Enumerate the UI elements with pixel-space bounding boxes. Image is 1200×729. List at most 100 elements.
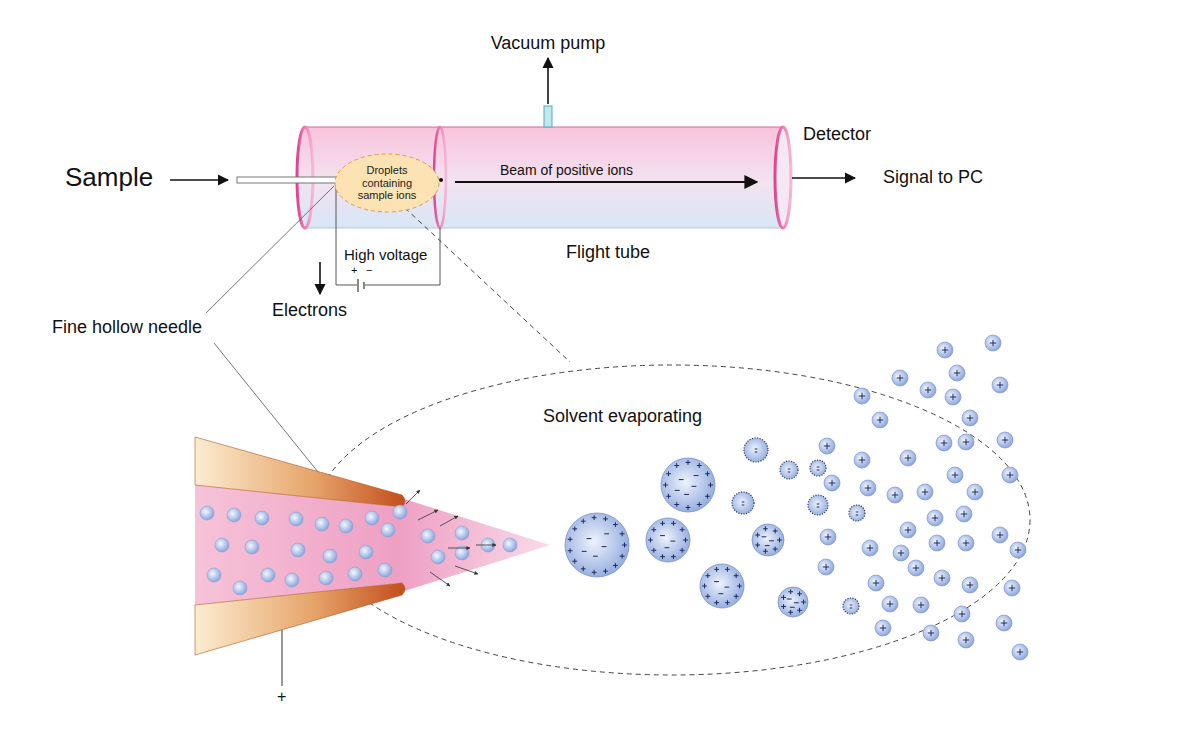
label: Electrons <box>272 300 347 321</box>
positive-ion <box>992 527 1008 543</box>
sample-ion <box>421 529 435 543</box>
label: − <box>366 264 372 277</box>
positive-ion <box>992 377 1008 393</box>
sample-ion <box>200 506 214 520</box>
positive-ion <box>962 410 978 426</box>
positive-ion <box>934 570 950 586</box>
droplet-region: Droplets containing sample ions <box>334 153 440 213</box>
label: Beam of positive ions <box>500 162 633 178</box>
flight-tube <box>297 127 791 228</box>
flow-arrow <box>440 516 458 526</box>
positive-ion <box>887 487 903 503</box>
positive-ion <box>949 365 965 381</box>
positive-ion <box>958 632 974 648</box>
positive-ion <box>900 450 916 466</box>
flow-arrow <box>448 548 470 549</box>
sample-ion <box>233 581 247 595</box>
flow-arrow <box>418 510 438 520</box>
positive-ion <box>996 615 1012 631</box>
positive-ion <box>929 535 945 551</box>
flow-arrow <box>406 490 420 504</box>
positive-ion <box>956 506 972 522</box>
positive-ion <box>824 475 840 491</box>
positive-ion <box>927 510 943 526</box>
sample-ion <box>319 571 333 585</box>
positive-ion <box>947 467 963 483</box>
positive-ion <box>945 389 961 405</box>
positive-ion <box>985 335 1001 351</box>
positive-ion <box>962 577 978 593</box>
positive-ion <box>954 606 970 622</box>
positive-ion <box>958 535 974 551</box>
electrons-arrow <box>319 262 321 294</box>
node-text: Droplets containing sample ions <box>351 164 423 202</box>
positive-ion <box>908 560 924 576</box>
sample-ion <box>285 573 299 587</box>
sample-ion <box>393 505 407 519</box>
positive-ion <box>997 432 1013 448</box>
positive-ion <box>860 480 876 496</box>
positive-ion <box>920 382 936 398</box>
label: Sample <box>65 163 153 193</box>
positive-ion <box>819 438 835 454</box>
sample-ion <box>289 512 303 526</box>
label: Fine hollow needle <box>52 317 202 338</box>
positive-ion <box>917 484 933 500</box>
label: Signal to PC <box>883 167 983 188</box>
sample-ion <box>359 545 373 559</box>
sample-ion <box>245 540 259 554</box>
flow-arrow <box>430 572 450 586</box>
sample-ion <box>215 538 229 552</box>
flow-arrow <box>476 545 496 546</box>
sample-ion <box>431 550 445 564</box>
positive-ion <box>872 412 888 428</box>
positive-ion <box>875 620 891 636</box>
charged-droplet <box>744 438 768 462</box>
positive-ion <box>923 625 939 641</box>
positive-ion <box>936 435 952 451</box>
sample-ion <box>207 568 221 582</box>
sample-ion <box>291 543 305 557</box>
sample-ion <box>339 519 353 533</box>
positive-ion <box>900 522 916 538</box>
label: Vacuum pump <box>491 33 606 54</box>
charged-droplet <box>752 524 784 556</box>
positive-ion <box>862 540 878 556</box>
sample-ion <box>255 511 269 525</box>
sample-ion <box>455 526 469 540</box>
sample-ion <box>323 549 337 563</box>
sample-ion <box>378 563 392 577</box>
positive-ion <box>893 545 909 561</box>
sample-ion <box>261 568 275 582</box>
sample-ion <box>315 517 329 531</box>
charged-droplet <box>808 495 828 515</box>
label: Detector <box>803 124 871 145</box>
positive-ion <box>1010 542 1026 558</box>
vacuum-pipe <box>544 58 552 127</box>
label: Flight tube <box>566 242 650 263</box>
zoom-leader <box>405 208 570 362</box>
charged-droplet <box>843 598 859 614</box>
charged-droplet <box>810 460 826 476</box>
positive-ion <box>913 597 929 613</box>
label: + <box>351 264 357 277</box>
charged-droplet <box>778 587 808 617</box>
label: High voltage <box>344 246 427 263</box>
positive-ion <box>967 484 983 500</box>
sample-ion <box>227 508 241 522</box>
charged-droplet <box>780 461 798 479</box>
positive-ion <box>818 559 834 575</box>
sample-ion <box>348 567 362 581</box>
charged-droplet <box>732 492 754 514</box>
signal-arrow <box>792 177 855 179</box>
positive-ion <box>1004 580 1020 596</box>
label: + <box>277 688 286 706</box>
sample-ion <box>503 538 517 552</box>
zoom-ellipse <box>314 365 1030 675</box>
needle-closeup <box>195 437 550 686</box>
sample-inlet <box>170 177 345 183</box>
charged-droplet <box>700 564 744 608</box>
charged-droplet <box>565 513 629 577</box>
